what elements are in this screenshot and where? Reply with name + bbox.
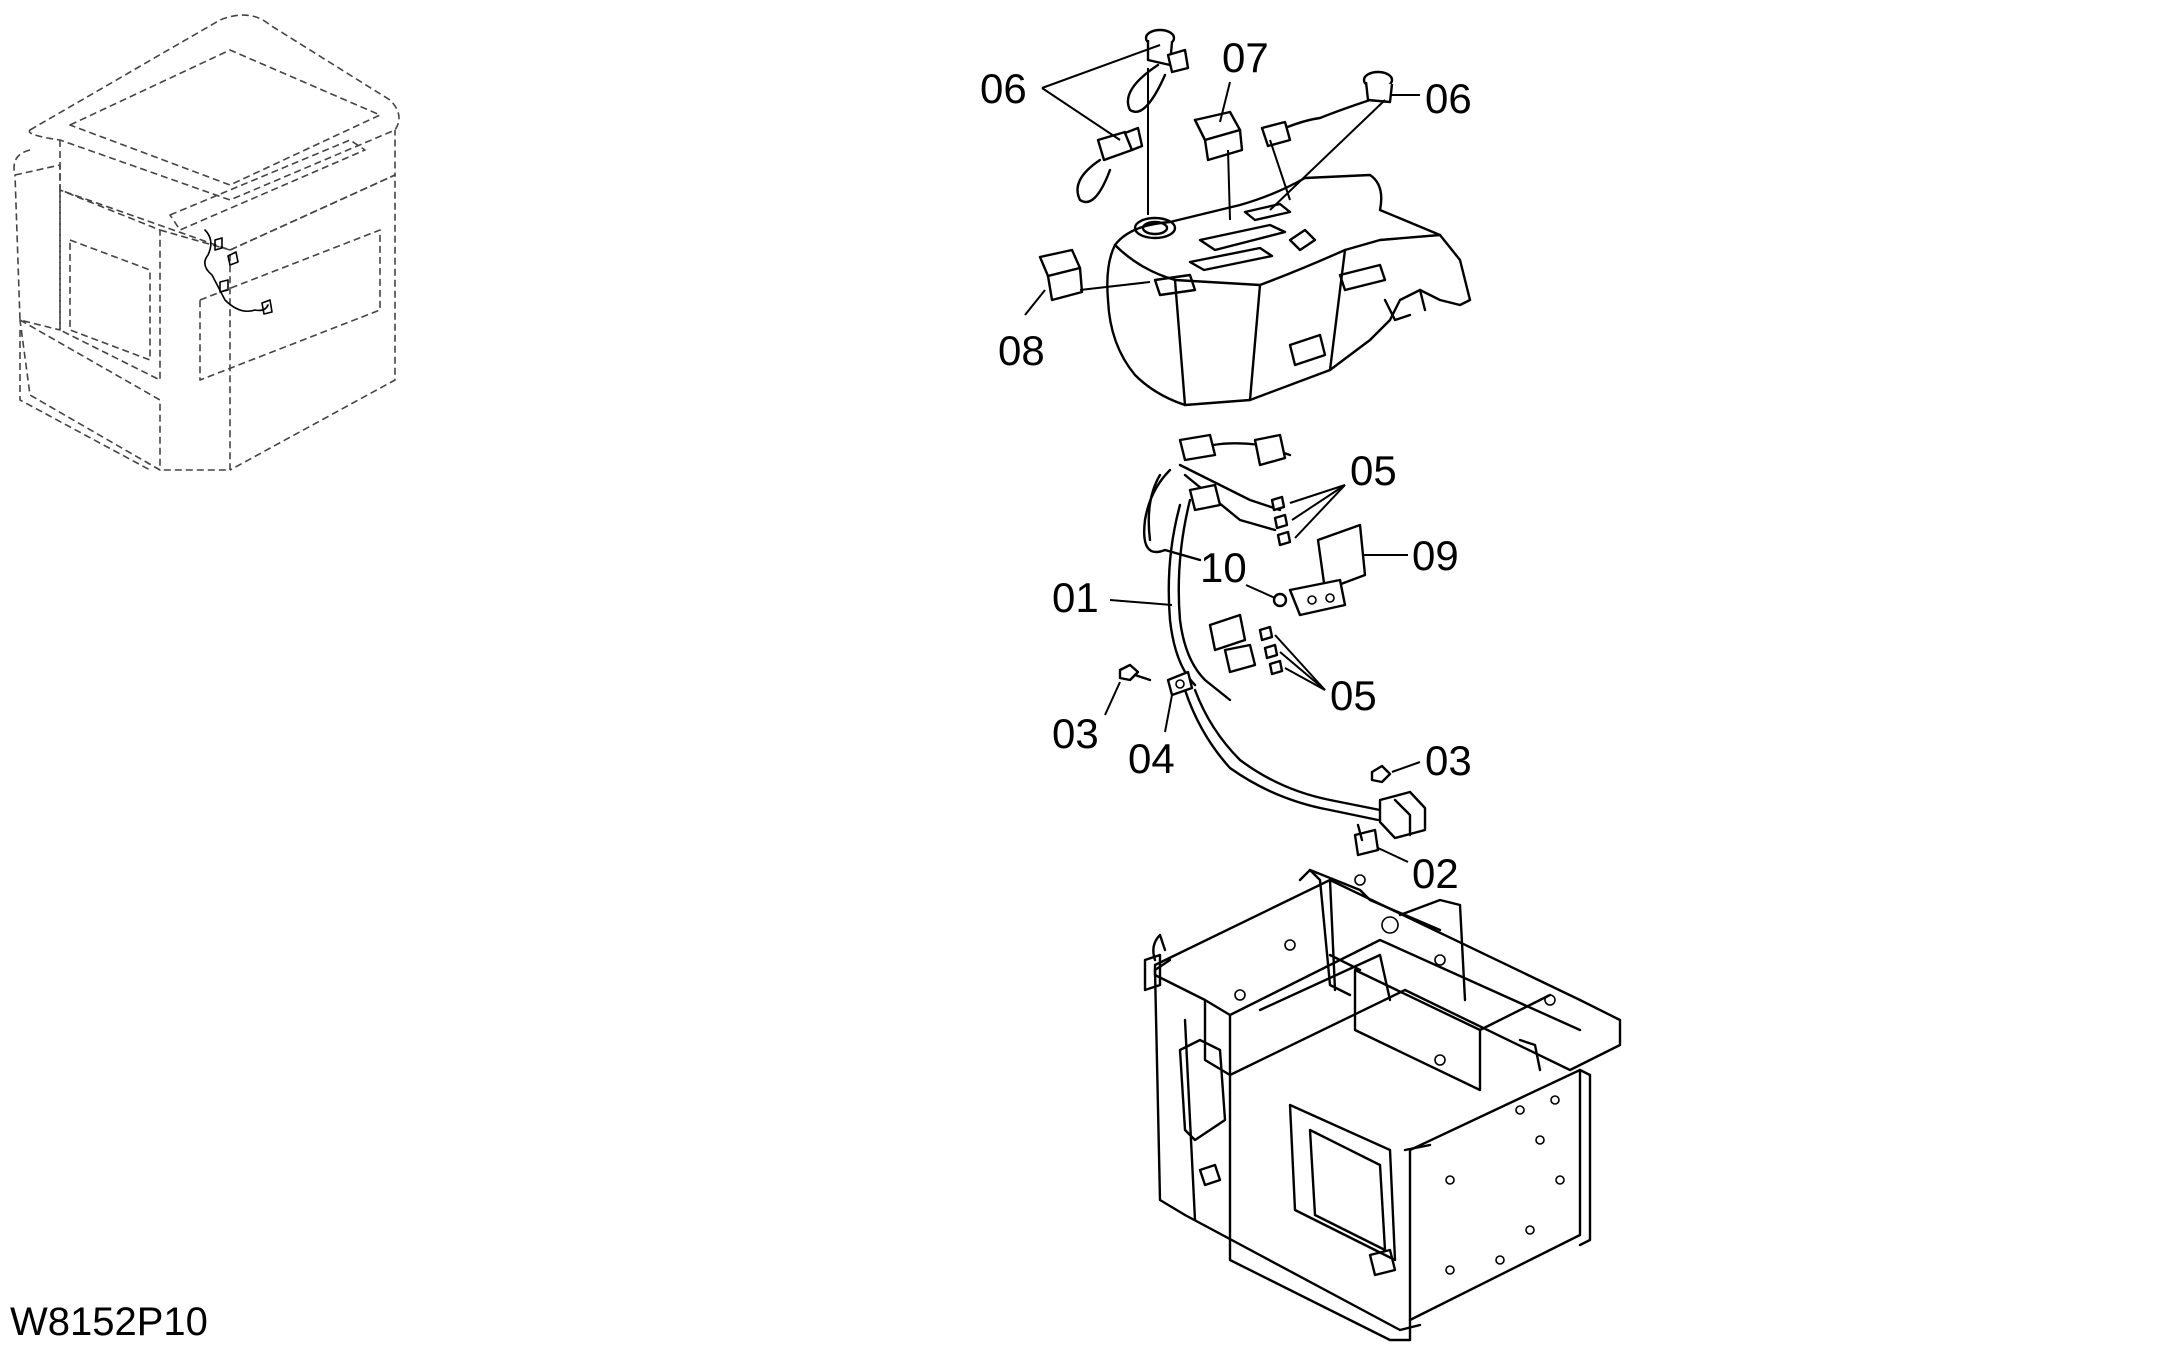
console-frame (1143, 868, 1622, 1342)
part-07-switch (1193, 110, 1244, 162)
part-01-harness (1143, 433, 1427, 840)
callout-07: 07 (1222, 34, 1269, 81)
callout-10: 10 (1200, 544, 1247, 591)
callout-05-lower: 05 (1330, 672, 1377, 719)
drawing-code: W8152P10 (10, 1300, 208, 1344)
callout-labels: 06 07 06 08 05 09 10 01 05 03 04 03 02 (980, 34, 1472, 897)
cab-overview (13, 14, 400, 471)
part-10-screw (1272, 592, 1288, 608)
part-06-socket-top (1126, 28, 1190, 113)
part-09-bracket (1288, 523, 1367, 617)
part-05-terminals-upper (1270, 495, 1292, 547)
callout-03-left: 03 (1052, 710, 1099, 757)
console-cover (1106, 173, 1472, 407)
callout-01: 01 (1052, 574, 1099, 621)
part-03-bolt-right (1370, 764, 1392, 784)
callout-09: 09 (1412, 532, 1459, 579)
callout-06-left: 06 (980, 65, 1027, 112)
callout-04: 04 (1128, 735, 1175, 782)
part-04-clamp (1166, 670, 1194, 697)
callout-08: 08 (998, 327, 1045, 374)
part-05-terminals-lower (1258, 625, 1284, 676)
part-08-switch (1038, 248, 1084, 302)
callout-05-upper: 05 (1350, 447, 1397, 494)
part-06-socket-right (1260, 70, 1394, 148)
part-02-clamp (1353, 823, 1380, 857)
callout-03-right: 03 (1425, 737, 1472, 784)
part-03-bolt-left (1118, 663, 1152, 682)
callout-06-right: 06 (1425, 75, 1472, 122)
callout-02: 02 (1412, 850, 1459, 897)
leader-lines (1024, 44, 1421, 863)
part-06-socket-left (1076, 126, 1144, 204)
